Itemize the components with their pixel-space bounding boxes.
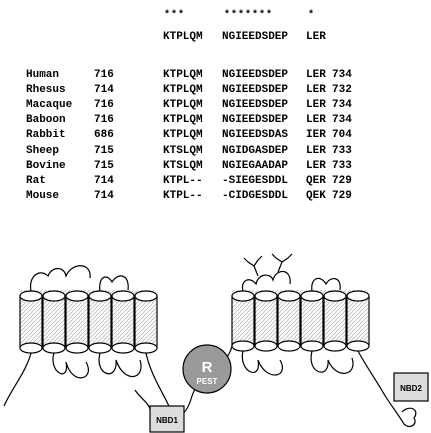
sequence-segment-3: LER (306, 159, 326, 172)
cftr-topology-diagram: R PEST NBD1 NBD2 (3, 253, 429, 433)
membrane-domain-2 (231, 253, 417, 428)
sequence-segment-2: NGIEEDSDEP (222, 99, 289, 112)
species-name: Macaque (26, 99, 73, 112)
sequence-segment-1: KTPL-- (163, 189, 203, 202)
sequence-segment-1: KTPLQM (163, 114, 203, 127)
sequence-segment-3: LER (306, 69, 326, 81)
pest-label: PEST (197, 377, 218, 386)
intracellular-loops-1 (3, 352, 169, 407)
end-position: 734 (332, 69, 352, 81)
species-name: Baboon (26, 114, 66, 127)
sequence-segment-3: LER (306, 144, 326, 157)
sequence-segment-1: KTPLQM (163, 99, 203, 112)
start-position: 686 (94, 129, 114, 142)
helix-bundle-1 (19, 290, 158, 354)
end-position: 733 (332, 159, 352, 172)
sequence-segment-1: KTPLQM (163, 69, 203, 81)
species-name: Sheep (26, 144, 60, 157)
start-position: 714 (94, 84, 114, 97)
species-name: Mouse (26, 189, 60, 202)
sequence-segment-1: KTSLQM (163, 159, 203, 172)
r-domain: R PEST (182, 344, 232, 394)
sequence-segment-3: QER (306, 174, 326, 187)
consensus-segment-1: KTPLQM (163, 31, 203, 43)
sequence-segment-2: NGIEGAADAP (222, 159, 289, 172)
start-position: 714 (94, 189, 114, 202)
sequence-segment-3: LER (306, 84, 326, 97)
start-position: 716 (94, 99, 114, 112)
sequence-segment-1: KTSLQM (163, 144, 203, 157)
sequence-segment-3: LER (306, 114, 326, 127)
nbd1-box: NBD1 (134, 389, 185, 433)
r-domain-label: R (202, 359, 213, 376)
nbd2-label: NBD2 (400, 384, 422, 393)
start-position: 716 (94, 114, 114, 127)
consensus-segment-3: LER (306, 31, 326, 43)
nbd1-label: NBD1 (156, 416, 178, 425)
consensus-segment-2: NGIEEDSDEP (222, 31, 289, 43)
sequence-alignment: *** ******* * KTPLQM NGIEEDSDEP LER Huma… (26, 10, 352, 202)
end-position: 734 (332, 114, 352, 127)
helix-bundle-2 (231, 290, 370, 352)
end-position: 733 (332, 144, 352, 157)
glycosylation-branches (243, 253, 293, 277)
end-position: 729 (332, 174, 352, 187)
species-name: Rhesus (26, 84, 66, 97)
sequence-segment-2: -CIDGESDDL (222, 189, 289, 202)
start-position: 716 (94, 69, 114, 81)
sequence-segment-3: LER (306, 99, 326, 112)
conservation-marks-2: ******* (224, 10, 274, 21)
extracellular-loops-1 (29, 265, 129, 292)
species-name: Human (26, 69, 60, 81)
sequence-segment-2: NGIEEDSDEP (222, 69, 289, 81)
conservation-marks-3: * (308, 10, 316, 21)
species-name: Bovine (26, 159, 66, 172)
end-position: 704 (332, 129, 352, 142)
sequence-segment-3: IER (306, 129, 326, 142)
start-position: 715 (94, 159, 114, 172)
sequence-segment-2: -SIEGESDDL (222, 174, 289, 187)
end-position: 734 (332, 99, 352, 112)
sequence-segment-3: QEK (306, 189, 326, 202)
sequence-segment-2: NGIEEDSDEP (222, 84, 289, 97)
sequence-segment-1: KTPLQM (163, 129, 203, 142)
membrane-domain-1 (3, 265, 169, 407)
intracellular-loops-2 (241, 350, 417, 428)
conservation-marks-1: *** (164, 10, 186, 21)
extracellular-loops-2 (241, 270, 341, 292)
species-name: Rat (26, 174, 46, 187)
nbd2-box: NBD2 (393, 372, 429, 402)
sequence-segment-2: NGIDGASDEP (222, 144, 289, 157)
end-position: 729 (332, 189, 352, 202)
start-position: 715 (94, 144, 114, 157)
end-position: 732 (332, 84, 352, 97)
species-name: Rabbit (26, 129, 66, 142)
sequence-segment-1: KTPL-- (163, 174, 203, 187)
start-position: 714 (94, 174, 114, 187)
sequence-segment-2: NGIEEDSDEP (222, 114, 289, 127)
sequence-segment-1: KTPLQM (163, 84, 203, 97)
sequence-segment-2: NGIEEDSDAS (222, 129, 289, 142)
